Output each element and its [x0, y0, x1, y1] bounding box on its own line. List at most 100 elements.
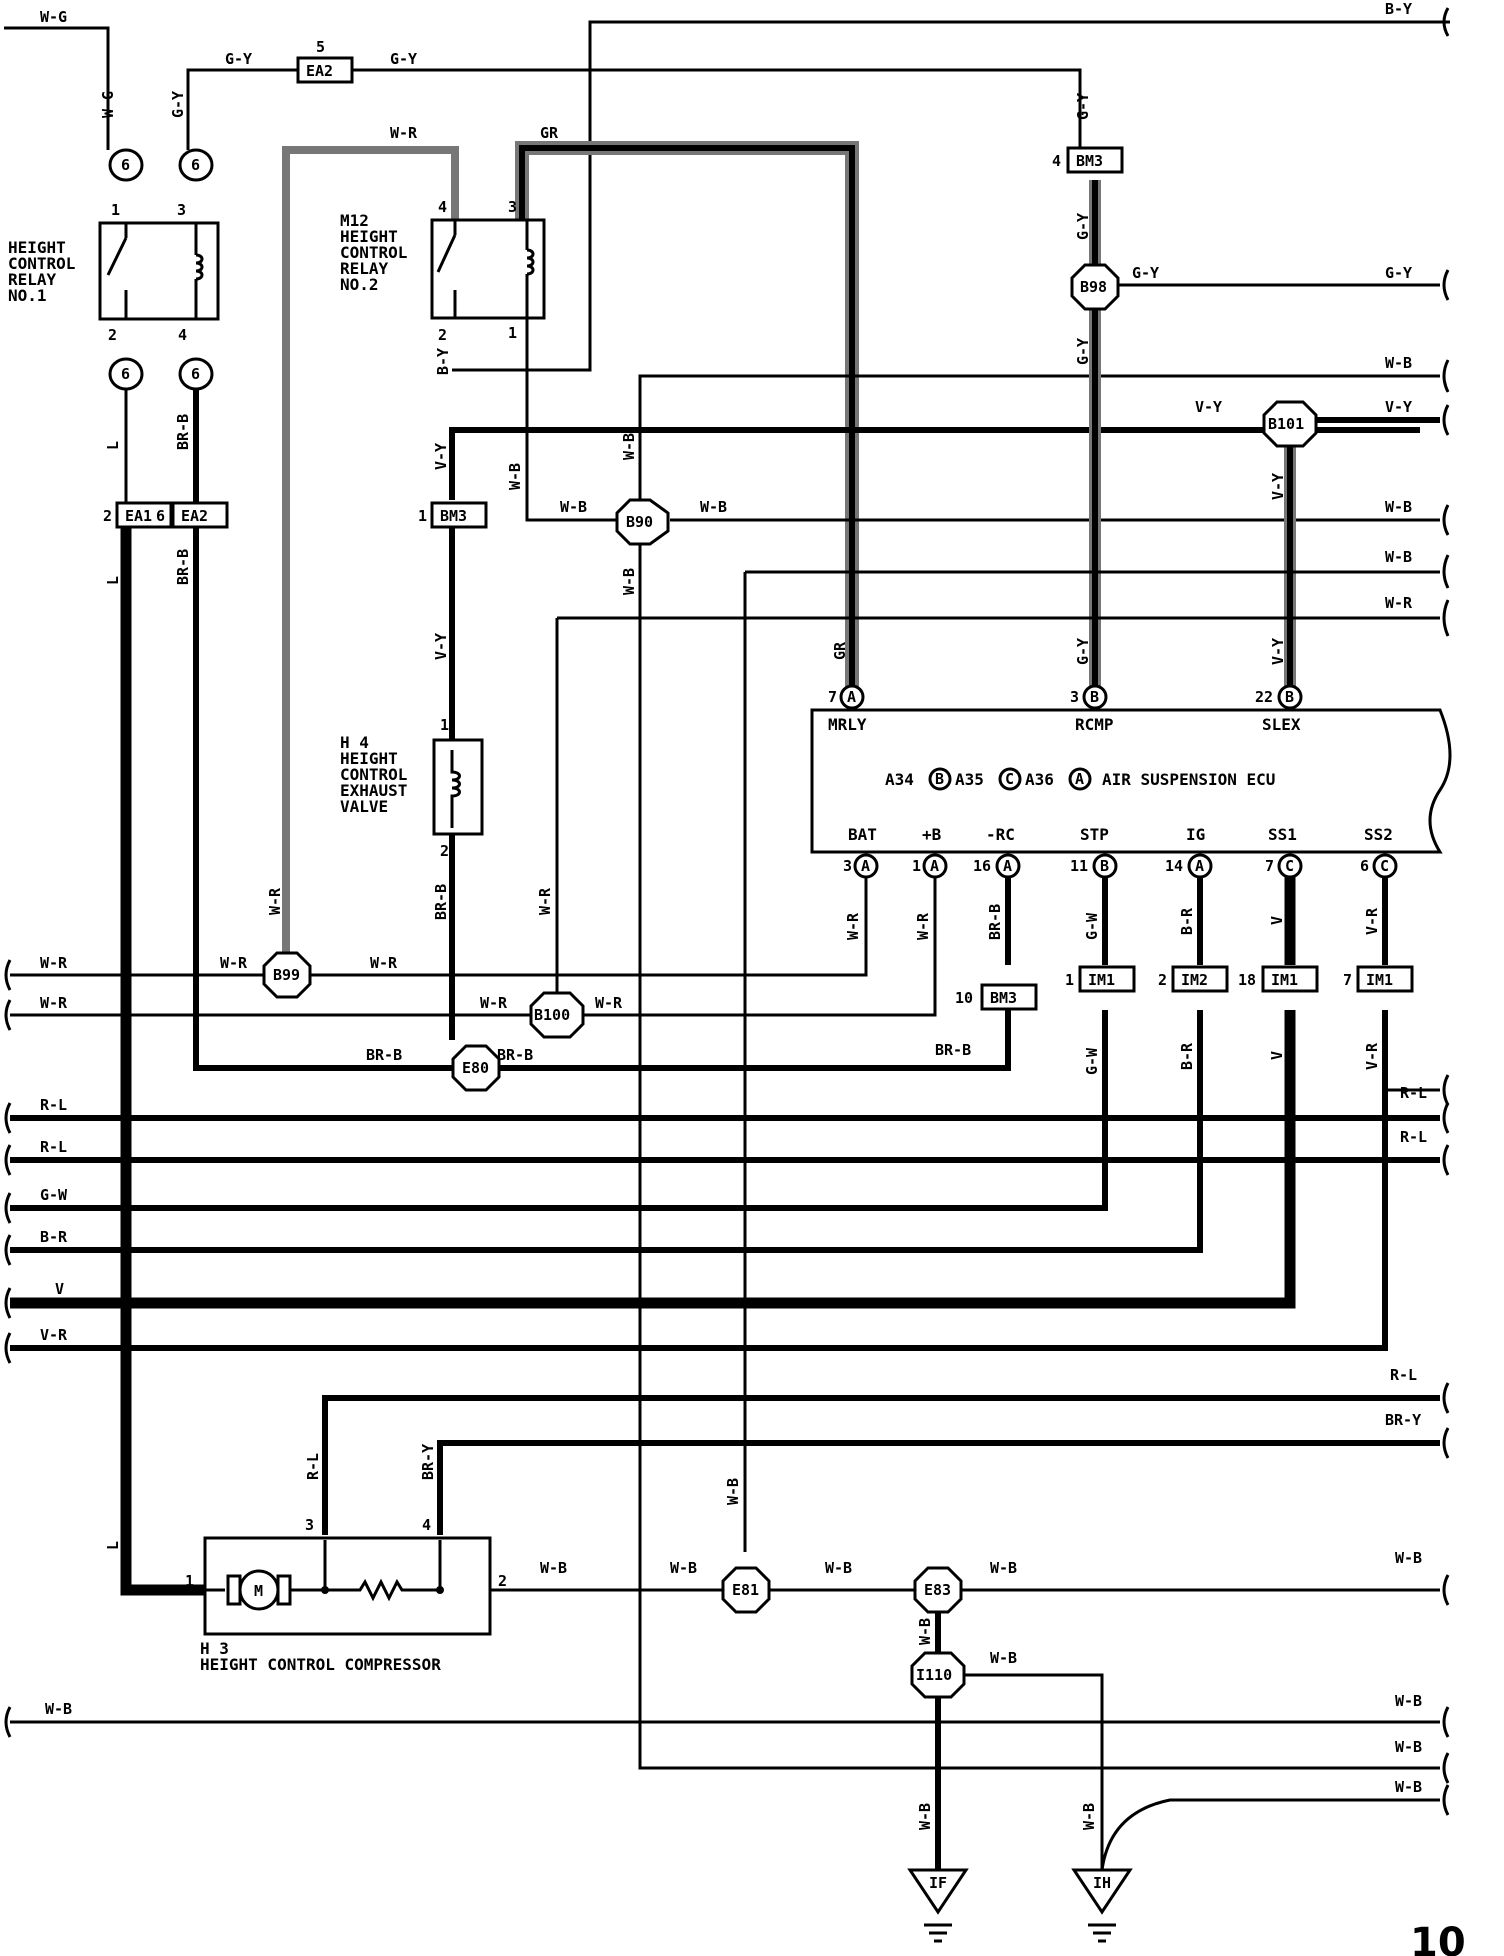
vlabel-g-y-mid: G-Y [1074, 213, 1092, 240]
connector-im1-b-name: IM1 [1271, 971, 1298, 989]
vlabel-v-y-slex2: V-Y [1269, 638, 1287, 665]
relay-2-pin-2: 2 [438, 326, 447, 344]
circle-6-d-label: 6 [191, 365, 200, 383]
ecu-conn-a35: A35 [955, 770, 984, 789]
ecu-terminal-bat-name: BAT [848, 825, 877, 844]
vlabel-b-r-2: B-R [1178, 1042, 1196, 1070]
relay-1-coil-icon [194, 223, 204, 319]
circle-6-a-label: 6 [121, 156, 130, 174]
connector-ea2-top [296, 56, 354, 84]
wire-w-r-row2-b [578, 868, 937, 1017]
label-v-y-r: V-Y [1385, 398, 1412, 416]
ecu-terminal-ss1 [1277, 853, 1303, 879]
relay-2-name-line2: CONTROL [340, 243, 407, 262]
label-w-b-r2: W-B [1385, 498, 1412, 516]
label-w-b-bot1r: W-B [1395, 1692, 1422, 1710]
ecu-terminal-ss2-conn: C [1380, 857, 1389, 875]
relay-2-body [430, 218, 546, 320]
ecu-terminal-stp-conn: B [1100, 857, 1109, 875]
svg-text:E80: E80 [462, 1059, 489, 1077]
circle-6-c-label: 6 [121, 365, 130, 383]
ecu-terminal-stp [1092, 853, 1118, 879]
label-b-y: B-Y [1385, 0, 1412, 18]
connector-6-circles: 6 6 6 6 [108, 148, 214, 391]
label-v-y-1: V-Y [1195, 398, 1222, 416]
compressor-id: H 3 [200, 1639, 229, 1658]
label-w-r-row2: W-R [40, 994, 68, 1012]
svg-text:IH: IH [1093, 1874, 1111, 1892]
ground-ih-symbol [1088, 1923, 1116, 1943]
svg-text:B99: B99 [273, 966, 300, 984]
label-br-b-3: BR-B [935, 1041, 971, 1059]
exhaust-valve-body [432, 738, 484, 836]
exhaust-valve-id: H 4 [340, 733, 369, 752]
vlabel-g-y-rcmp: G-Y [1074, 638, 1092, 665]
vlabel-l-3: L [104, 1541, 122, 1550]
ecu-terminal-slex-name: SLEX [1262, 715, 1301, 734]
ecu-terminal-plusb-conn: A [930, 857, 939, 875]
wire-g-y-relay1 [186, 68, 298, 150]
wire-r-l-compressor [322, 1395, 1440, 1535]
wire-w-b-bottom3 [1100, 1798, 1440, 1871]
ecu-conn-a34-letter: B [935, 770, 944, 788]
compressor-pin-3: 3 [305, 1516, 314, 1534]
vlabel-g-w-2: G-W [1083, 1047, 1101, 1075]
label-b-r: B-R [40, 1228, 68, 1246]
vlabel-r-l-h3: R-L [304, 1453, 322, 1480]
relay-1-pin-1: 1 [111, 201, 120, 219]
label-v: V [55, 1280, 64, 1298]
svg-text:E81: E81 [732, 1581, 759, 1599]
wire-br-y [437, 1440, 1440, 1535]
label-br-b-2: BR-B [497, 1046, 533, 1064]
label-w-r-row1-b: W-R [220, 954, 248, 972]
ecu-terminal-stp-pin: 11 [1070, 857, 1088, 875]
label-w-b-e83r: W-B [990, 1559, 1017, 1577]
label-g-y-b98: G-Y [1132, 264, 1159, 282]
ecu-terminal-ig-pin: 14 [1165, 857, 1183, 875]
connector-im1-c-name: IM1 [1366, 971, 1393, 989]
relay-2-pin-3: 3 [508, 198, 517, 216]
ecu-conn-a36-circle [1068, 767, 1092, 791]
label-r-l-1: R-L [40, 1096, 67, 1114]
wire-g-y-ea2-bm3 [352, 68, 1082, 148]
compressor-pin-1: 1 [185, 1572, 194, 1590]
connector-ea1-name: EA1 [125, 507, 152, 525]
vlabel-v-y-slex1: V-Y [1269, 473, 1287, 500]
ecu-terminal-rc-conn: A [1003, 857, 1012, 875]
connector-im2-name: IM2 [1181, 971, 1208, 989]
wire-g-w [10, 1010, 1108, 1211]
svg-text:B100: B100 [534, 1006, 570, 1024]
circle-6-b-label: 6 [191, 156, 200, 174]
label-r-l-2: R-L [40, 1138, 67, 1156]
splice-e80: E80 [451, 1044, 501, 1092]
wire-b-y [452, 20, 1450, 372]
connector-im1-c [1356, 965, 1414, 993]
connector-im2 [1171, 965, 1229, 993]
vlabel-v-r-1: V-R [1363, 907, 1381, 935]
vlabel-w-r-b: W-R [914, 912, 932, 940]
label-w-b-right-a: W-B [1395, 1549, 1422, 1567]
connector-bm3-rc-name: BM3 [990, 989, 1017, 1007]
splice-i110: I110 [910, 1651, 966, 1699]
ecu-terminal-ss2 [1372, 853, 1398, 879]
vlabel-w-g: W-G [99, 91, 117, 118]
splice-e83: E83 [913, 1566, 963, 1614]
wire-labels: W-G G-Y G-Y B-Y W-R GR G-Y G-Y W-B V-Y V… [40, 0, 1427, 1830]
ecu-terminal-bat [853, 853, 879, 879]
label-w-r-top: W-R [390, 124, 418, 142]
ecu-terminal-slex-conn: B [1285, 688, 1294, 706]
ecu-terminal-bat-conn: A [861, 857, 870, 875]
label-w-b-r3: W-B [1385, 548, 1412, 566]
circle-6-c [108, 357, 144, 391]
vlabel-v-y-1: V-Y [432, 443, 450, 470]
svg-text:E83: E83 [924, 1581, 951, 1599]
connector-im1-b-pin: 18 [1238, 971, 1256, 989]
splice-b101: B101 [1262, 400, 1318, 448]
label-w-b-bot3r: W-B [1395, 1778, 1422, 1796]
vlabel-l-2: L [104, 576, 122, 585]
splice-b90: B90 [615, 498, 670, 546]
vlabel-br-y-h3: BR-Y [419, 1444, 437, 1480]
label-w-g: W-G [40, 8, 67, 26]
vlabel-v-1: V [1268, 916, 1286, 925]
